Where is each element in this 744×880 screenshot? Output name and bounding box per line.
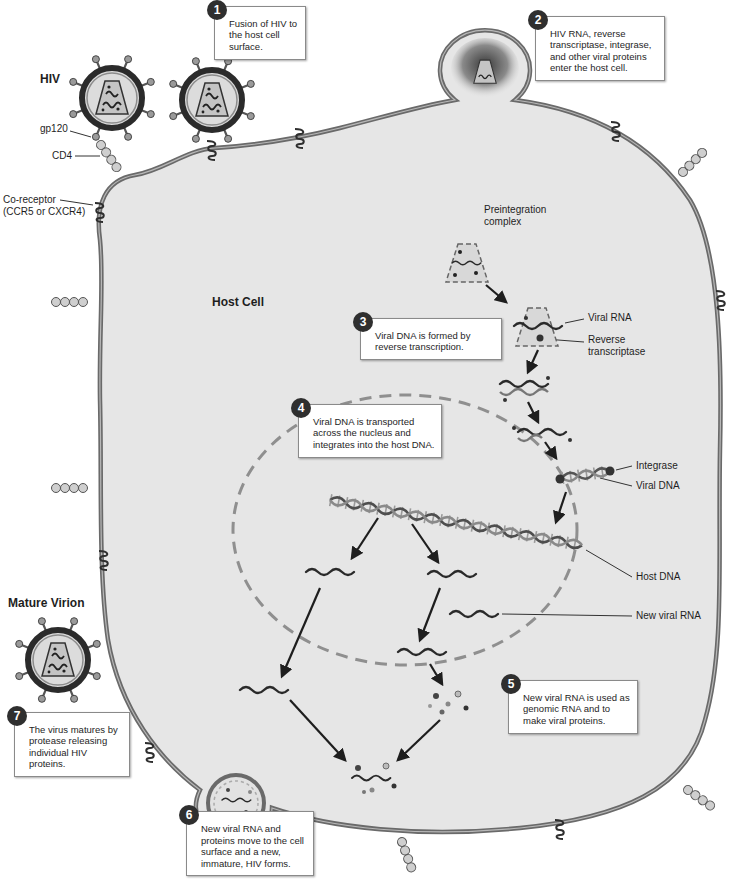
label-holder: Co-receptor (CCR5 or CXCR4) [3,194,87,218]
viral-core [474,60,496,83]
part-label: CD4 [52,150,72,162]
label-holder: CD4 [52,150,72,162]
label-holder: Viral RNA [588,312,632,324]
hiv-virion [70,56,155,141]
label-holder: Preintegration complex [484,204,556,228]
part-label: Co-receptor (CCR5 or CXCR4) [3,194,87,218]
step-box: 3Viral DNA is formed by reverse transcri… [360,318,502,360]
region-label: Host Cell [212,295,264,309]
viral-proteins [446,702,451,707]
leader-lines [70,131,91,137]
label-holder: Integrase [636,460,678,472]
step-box: 4Viral DNA is transported across the nuc… [298,404,442,458]
step-box: 6New viral RNA and proteins move to the … [186,811,314,876]
cd4-receptor [682,784,717,812]
step-text: The virus matures by protease releasing … [29,724,123,770]
preintegration-complex [452,261,481,265]
step-text: New viral RNA and proteins move to the c… [201,823,307,869]
preintegration-complex [474,271,478,275]
cd4-receptor [52,298,88,307]
step-box: 1Fusion of HIV to the host cell surface. [214,6,306,60]
viral-core [479,75,492,79]
part-label: Reverse transcriptase [588,334,654,358]
integrase [606,467,615,476]
leader-lines [60,200,93,205]
cd4-receptor [52,484,88,493]
mature-virion [16,618,101,703]
host-cell: Host Cell 3Viral DNA is formed by reverse… [90,25,730,845]
part-label: New viral RNA [636,610,701,622]
reverse-transcription [503,398,507,402]
callout-number: 6 [179,805,199,825]
co-receptor [145,743,154,762]
viral-proteins [428,704,432,708]
label-holder: New viral RNA [636,610,701,622]
part-label: Host DNA [636,571,680,583]
viral-proteins [464,706,469,711]
cd4-receptor [677,147,709,179]
assembly [355,765,361,771]
cell-membrane [99,30,721,845]
step-text: Viral DNA is formed by reverse transcrip… [375,330,495,353]
reverse-transcription [546,376,550,380]
viral-proteins [433,693,439,699]
entry-pocket [451,38,519,98]
step-text: Viral DNA is transported across the nucl… [313,416,435,450]
step-box: 2HIV RNA, reverse transcriptase, integra… [535,16,665,81]
immature-virion [226,788,230,792]
hiv-virion [170,58,255,143]
label-holder: Viral DNA [636,480,680,492]
label-holder: Mature Virion [8,596,84,610]
reverse-transcription [568,438,572,442]
cell-membrane [99,30,721,845]
callout-number: 1 [207,0,227,20]
callout-number: 3 [353,312,373,332]
preintegration-complex [453,273,457,277]
label-holder: gp120 [40,123,68,135]
callout-number: 2 [528,10,548,30]
callout-number: 4 [291,398,311,418]
viral-proteins [455,691,461,697]
cell-membrane [99,30,721,845]
part-label: Viral DNA [636,480,680,492]
title-label: HIV [40,72,60,86]
assembly [383,763,389,769]
immature-virion [248,790,252,794]
step-text: Fusion of HIV to the host cell surface. [229,18,299,52]
leader-lines [75,156,100,157]
assembly [362,790,366,794]
title-label: Mature Virion [8,596,84,610]
viral-proteins [440,710,445,715]
part-label: Preintegration complex [484,204,556,228]
step-text: New viral RNA is used as genomic RNA and… [523,692,631,726]
callout-number: 5 [501,674,521,694]
label-holder: Reverse transcriptase [588,334,654,358]
assembly [370,788,375,793]
preintegration-complex [458,250,462,254]
assembly [392,784,397,789]
part-label: Viral RNA [588,312,632,324]
label-holder: Host DNA [636,571,680,583]
part-label: gp120 [40,123,68,135]
immature-virion [222,798,251,802]
step-box: 7The virus matures by protease releasing… [14,712,130,777]
cd4-receptor [396,836,417,873]
step-text: HIV RNA, reverse transcriptase, integras… [550,28,658,74]
reverse-transcription [524,316,528,320]
reverse-transcription [512,426,516,430]
viral-core [474,60,496,83]
reverse-transcription [537,335,544,342]
label-holder: HIV [40,72,60,86]
integrase [556,475,565,484]
callout-number: 7 [7,706,27,726]
part-label: Integrase [636,460,678,472]
step-box: 5New viral RNA is used as genomic RNA an… [508,680,638,734]
